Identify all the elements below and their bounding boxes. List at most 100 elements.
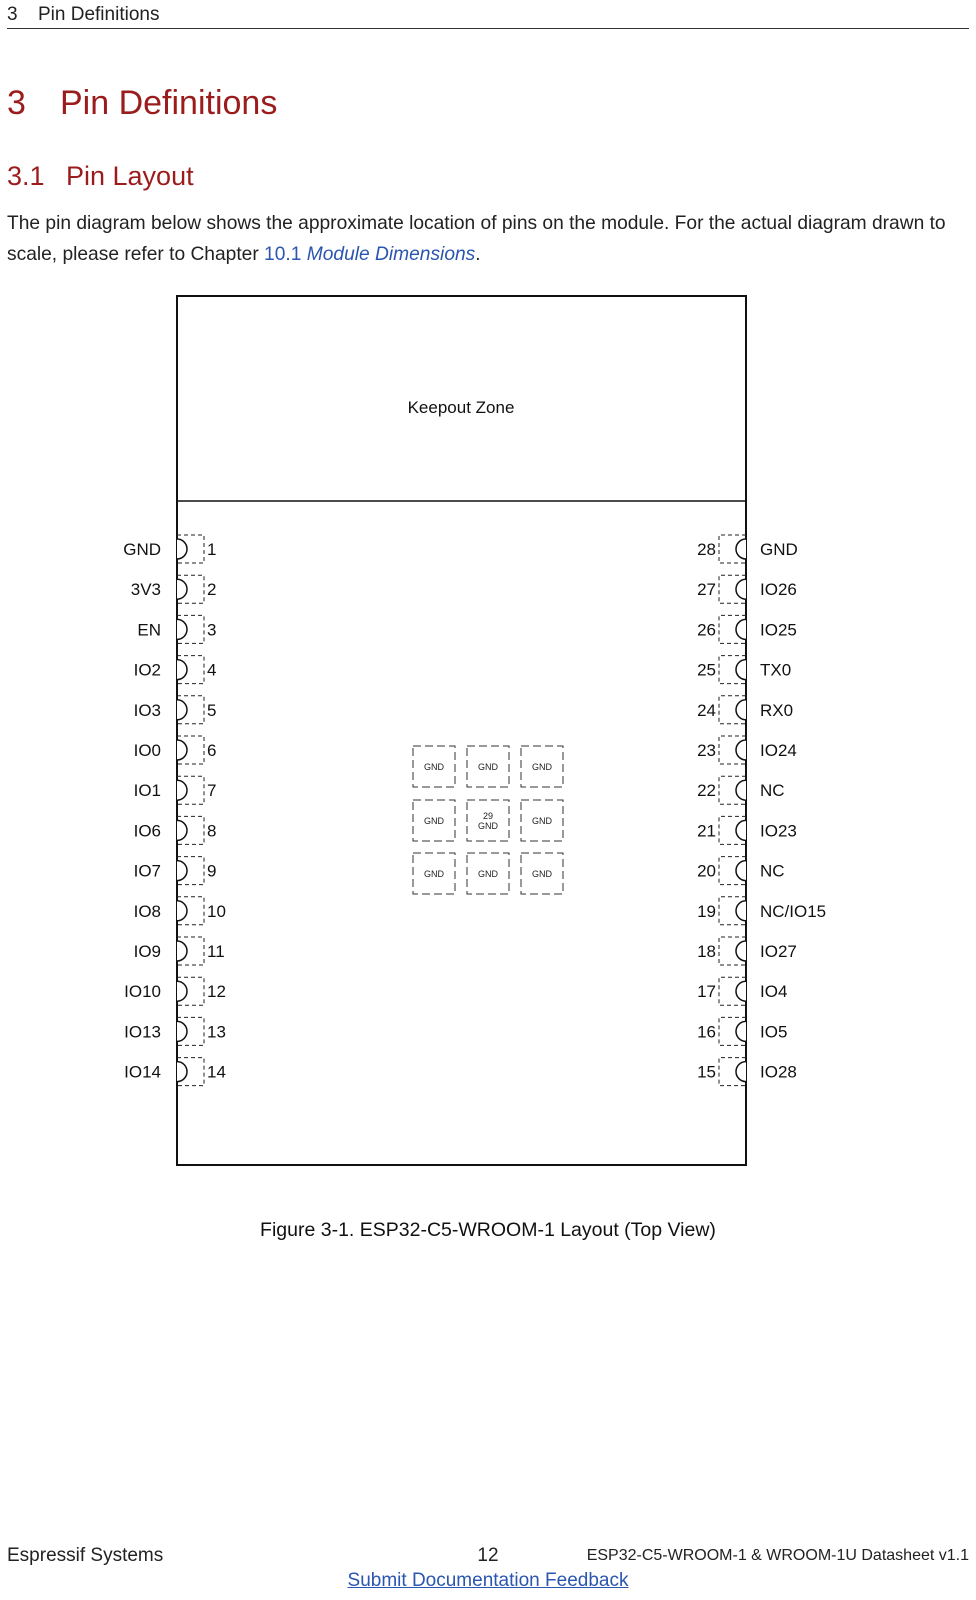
subsection-heading-title: Pin Layout — [66, 161, 194, 191]
ground-pad: GND — [520, 745, 564, 788]
pin-name: NC — [760, 781, 785, 800]
pin-name: IO0 — [134, 741, 161, 760]
pin-number: 11 — [207, 942, 225, 961]
pin-castellation — [176, 859, 188, 882]
pin-number: 16 — [697, 1022, 716, 1041]
pin-number: 13 — [207, 1022, 226, 1041]
ground-pad: GND — [520, 852, 564, 895]
pin-number: 23 — [697, 741, 716, 760]
pin-name: IO10 — [124, 982, 161, 1001]
keepout-zone-label: Keepout Zone — [408, 398, 515, 417]
pin-number: 25 — [697, 661, 716, 680]
right-pin: 25 TX0 — [697, 655, 791, 685]
ground-pad: GND — [412, 799, 456, 842]
pin-number: 15 — [697, 1063, 716, 1082]
header-section-title: Pin Definitions — [38, 4, 160, 25]
pin-castellation — [735, 1020, 747, 1043]
pin-number: 9 — [207, 862, 216, 881]
pin-number: 20 — [697, 862, 716, 881]
pin-number: 10 — [207, 902, 226, 921]
pin-number: 14 — [207, 1063, 226, 1082]
pin-castellation — [735, 699, 747, 721]
ground-pad-outline — [412, 852, 456, 895]
ground-pad-label: GND — [532, 869, 553, 879]
link-title: Module Dimensions — [306, 244, 476, 265]
pin-number: 18 — [697, 942, 716, 961]
submit-feedback-link[interactable]: Submit Documentation Feedback — [347, 1570, 629, 1591]
pin-name: IO28 — [760, 1063, 797, 1082]
pin-number: 17 — [697, 982, 716, 1001]
pin-number: 27 — [697, 580, 716, 599]
pin-name: EN — [137, 620, 161, 639]
pin-name: IO5 — [760, 1022, 787, 1041]
ground-pad-outline — [520, 745, 564, 788]
pin-name: GND — [760, 540, 798, 559]
pin-number: 8 — [207, 821, 216, 840]
left-pin: IO6 8 — [134, 815, 216, 845]
right-pin: 24 RX0 — [697, 695, 793, 725]
pin-name: IO23 — [760, 821, 797, 840]
pin-castellation — [176, 900, 188, 922]
pin-name: 3V3 — [131, 580, 161, 599]
pin-castellation — [735, 658, 747, 681]
pin-castellation — [735, 538, 747, 560]
pin-castellation — [176, 819, 188, 842]
pin-castellation — [176, 538, 188, 560]
ground-pad-label: GND — [424, 816, 445, 826]
figure-caption: Figure 3-1. ESP32-C5-WROOM-1 Layout (Top… — [260, 1219, 716, 1241]
ground-pad-label: GND — [424, 869, 445, 879]
pin-name: IO6 — [134, 821, 161, 840]
pin-name: RX0 — [760, 701, 793, 720]
pin-castellation — [735, 900, 747, 922]
right-pin: 16 IO5 — [697, 1016, 787, 1046]
pin-castellation — [176, 1020, 188, 1043]
pin-name: IO2 — [134, 661, 161, 680]
pin-castellation — [176, 739, 188, 761]
ground-pad-outline — [412, 799, 456, 842]
pin-number: 24 — [697, 701, 716, 720]
pin-name: TX0 — [760, 661, 791, 680]
ground-pad: GND — [466, 745, 510, 788]
pin-castellation — [735, 618, 747, 641]
ground-pad-outline — [466, 852, 510, 895]
pin-castellation — [735, 739, 747, 761]
ground-pad-outline — [466, 799, 510, 842]
pin-name: IO13 — [124, 1022, 161, 1041]
pin-number: 19 — [697, 902, 716, 921]
module-dimensions-link[interactable]: 10.1 Module Dimensions — [264, 244, 475, 265]
header-section-number: 3 — [7, 4, 18, 25]
left-pin: IO13 13 — [124, 1016, 226, 1046]
pin-name: IO14 — [124, 1063, 161, 1082]
pin-name: IO25 — [760, 620, 797, 639]
ground-pad: GND — [412, 745, 456, 788]
pin-number: 28 — [697, 540, 716, 559]
ground-pad-outline — [466, 745, 510, 788]
pin-name: IO9 — [134, 942, 161, 961]
pin-castellation — [735, 578, 747, 600]
ground-pad-outline — [520, 852, 564, 895]
ground-pad: GND — [466, 852, 510, 895]
left-pin: IO14 14 — [124, 1057, 226, 1087]
pin-castellation — [176, 980, 188, 1002]
pin-number: 3 — [207, 620, 216, 639]
ground-pad-label: GND — [532, 762, 553, 772]
section-heading-title: Pin Definitions — [60, 84, 278, 122]
